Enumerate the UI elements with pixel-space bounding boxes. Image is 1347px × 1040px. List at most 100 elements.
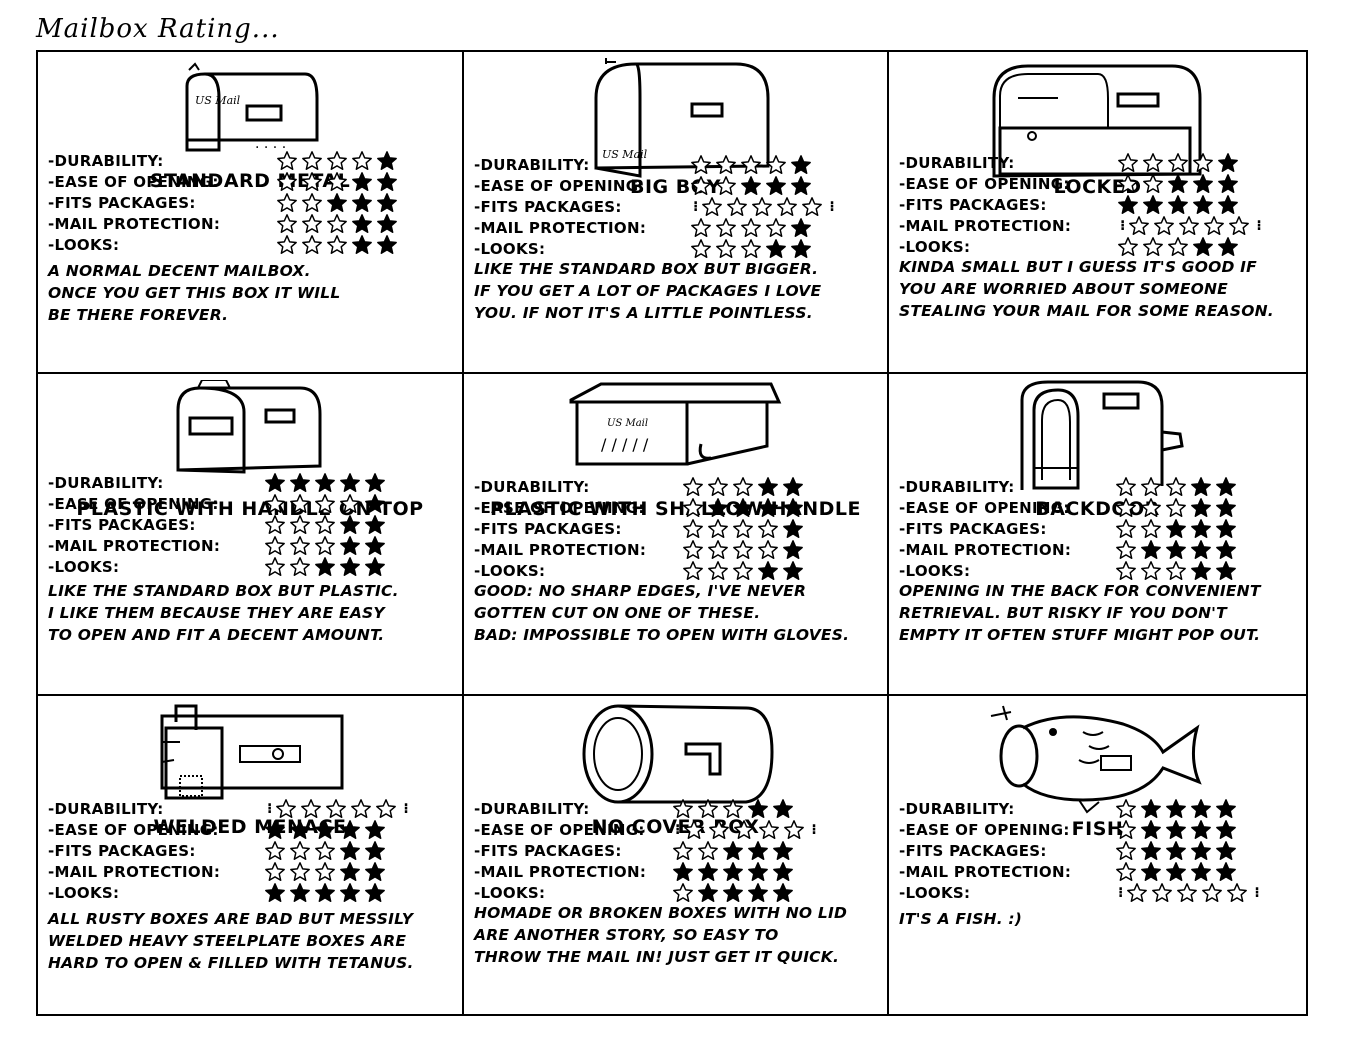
ratings-list: -DURABILITY:-EASE OF OPENING:-FITS PACKA… bbox=[899, 152, 1298, 257]
sparkle-icon: ⁝ bbox=[267, 800, 273, 817]
description-line: KINDA SMALL BUT I GUESS IT'S GOOD IF bbox=[899, 258, 1257, 276]
star-filled-icon bbox=[1190, 518, 1212, 540]
star-empty-icon bbox=[697, 840, 719, 862]
star-filled-icon bbox=[740, 175, 762, 197]
star-empty-icon bbox=[1178, 215, 1200, 237]
svg-text:. . . .: . . . . bbox=[255, 136, 286, 152]
cell-welded-menace: WELDED MENACE -DURABILITY:⁝⁝-EASE OF OPE… bbox=[38, 696, 464, 1014]
rating-row: -FITS PACKAGES: bbox=[474, 840, 879, 861]
star-rating bbox=[276, 192, 401, 214]
sparkle-icon: ⁝ bbox=[1120, 217, 1126, 234]
rating-label: -FITS PACKAGES: bbox=[48, 193, 196, 212]
star-filled-icon bbox=[782, 539, 804, 561]
star-empty-icon bbox=[314, 535, 336, 557]
star-filled-icon bbox=[364, 535, 386, 557]
star-empty-icon bbox=[276, 234, 298, 256]
rating-label: -EASE OF OPENING: bbox=[899, 174, 1070, 193]
description-line: THROW THE MAIL IN! JUST GET IT QUICK. bbox=[474, 948, 840, 966]
star-empty-icon bbox=[326, 150, 348, 172]
star-rating bbox=[264, 514, 389, 536]
star-rating bbox=[682, 539, 807, 561]
star-empty-icon bbox=[1142, 152, 1164, 174]
star-empty-icon bbox=[707, 539, 729, 561]
star-filled-icon bbox=[747, 840, 769, 862]
star-empty-icon bbox=[1115, 861, 1137, 883]
star-empty-icon bbox=[326, 171, 348, 193]
star-empty-icon bbox=[726, 196, 748, 218]
ratings-list: -DURABILITY:-EASE OF OPENING:-FITS PACKA… bbox=[899, 476, 1298, 581]
ratings-list: -DURABILITY:-EASE OF OPENING:-FITS PACKA… bbox=[474, 476, 879, 581]
rating-label: -LOOKS: bbox=[48, 883, 120, 902]
star-empty-icon bbox=[1165, 560, 1187, 582]
description-line: ONCE YOU GET THIS BOX IT WILL bbox=[48, 284, 341, 302]
star-rating bbox=[672, 798, 797, 820]
star-filled-icon bbox=[1140, 861, 1162, 883]
rating-row: -LOOKS: bbox=[48, 234, 454, 255]
star-filled-icon bbox=[264, 819, 286, 841]
star-empty-icon bbox=[1126, 882, 1148, 904]
rating-label: -EASE OF OPENING: bbox=[899, 498, 1070, 517]
star-filled-icon bbox=[326, 192, 348, 214]
star-filled-icon bbox=[765, 175, 787, 197]
star-filled-icon bbox=[364, 493, 386, 515]
star-filled-icon bbox=[314, 882, 336, 904]
star-empty-icon bbox=[1115, 819, 1137, 841]
star-filled-icon bbox=[1167, 194, 1189, 216]
star-empty-icon bbox=[1115, 518, 1137, 540]
star-empty-icon bbox=[757, 518, 779, 540]
star-rating bbox=[276, 234, 401, 256]
star-empty-icon bbox=[314, 493, 336, 515]
rating-row: -MAIL PROTECTION: bbox=[899, 539, 1298, 560]
rating-row: -LOOKS: bbox=[899, 560, 1298, 581]
description-line: I LIKE THEM BECAUSE THEY ARE EASY bbox=[48, 604, 385, 622]
box-description: IT'S A FISH. :) bbox=[899, 908, 1300, 930]
star-empty-icon bbox=[289, 840, 311, 862]
star-empty-icon bbox=[301, 171, 323, 193]
rating-row: -DURABILITY: bbox=[899, 476, 1298, 497]
star-filled-icon bbox=[364, 882, 386, 904]
star-rating: ⁝⁝ bbox=[672, 819, 820, 841]
description-line: OPENING IN THE BACK FOR CONVENIENT bbox=[899, 582, 1261, 600]
star-filled-icon bbox=[772, 882, 794, 904]
star-filled-icon bbox=[1140, 539, 1162, 561]
star-filled-icon bbox=[1215, 476, 1237, 498]
rating-row: -EASE OF OPENING: bbox=[474, 175, 879, 196]
rating-row: -DURABILITY: bbox=[474, 798, 879, 819]
rating-row: -EASE OF OPENING: bbox=[899, 819, 1298, 840]
description-line: EMPTY IT OFTEN STUFF MIGHT POP OUT. bbox=[899, 626, 1261, 644]
star-empty-icon bbox=[326, 213, 348, 235]
star-empty-icon bbox=[732, 539, 754, 561]
plastic-shallow-handle-mailbox-illustration: US Mail / / / / / bbox=[569, 382, 781, 466]
star-filled-icon bbox=[1215, 840, 1237, 862]
star-rating bbox=[682, 476, 807, 498]
sparkle-icon: ⁝ bbox=[403, 800, 409, 817]
star-empty-icon bbox=[264, 840, 286, 862]
description-line: GOTTEN CUT ON ONE OF THESE. bbox=[474, 604, 761, 622]
star-empty-icon bbox=[289, 556, 311, 578]
star-empty-icon bbox=[697, 798, 719, 820]
star-empty-icon bbox=[1142, 236, 1164, 258]
rating-label: -DURABILITY: bbox=[899, 153, 1015, 172]
cell-locked: LOCKED -DURABILITY:-EASE OF OPENING:-FIT… bbox=[889, 52, 1306, 374]
star-filled-icon bbox=[1190, 476, 1212, 498]
star-rating bbox=[1115, 819, 1240, 841]
star-rating bbox=[1115, 476, 1240, 498]
cell-plastic-handle-top: PLASTIC WITH HANDLE ON TOP -DURABILITY:-… bbox=[38, 374, 464, 696]
star-filled-icon bbox=[1165, 861, 1187, 883]
ratings-list: -DURABILITY:-EASE OF OPENING:-FITS PACKA… bbox=[48, 150, 454, 255]
fish-mailbox-illustration bbox=[990, 705, 1202, 814]
star-rating bbox=[1115, 518, 1240, 540]
star-filled-icon bbox=[1190, 798, 1212, 820]
rating-row: -EASE OF OPENING: bbox=[474, 497, 879, 518]
ratings-list: -DURABILITY:-EASE OF OPENING:-FITS PACKA… bbox=[474, 154, 879, 259]
star-empty-icon bbox=[1117, 173, 1139, 195]
star-empty-icon bbox=[276, 213, 298, 235]
star-filled-icon bbox=[782, 476, 804, 498]
star-rating: ⁝⁝ bbox=[690, 196, 838, 218]
star-rating: ⁝⁝ bbox=[1117, 215, 1265, 237]
rating-row: -LOOKS: bbox=[48, 882, 454, 903]
description-line: BE THERE FOREVER. bbox=[48, 306, 229, 324]
star-filled-icon bbox=[364, 556, 386, 578]
